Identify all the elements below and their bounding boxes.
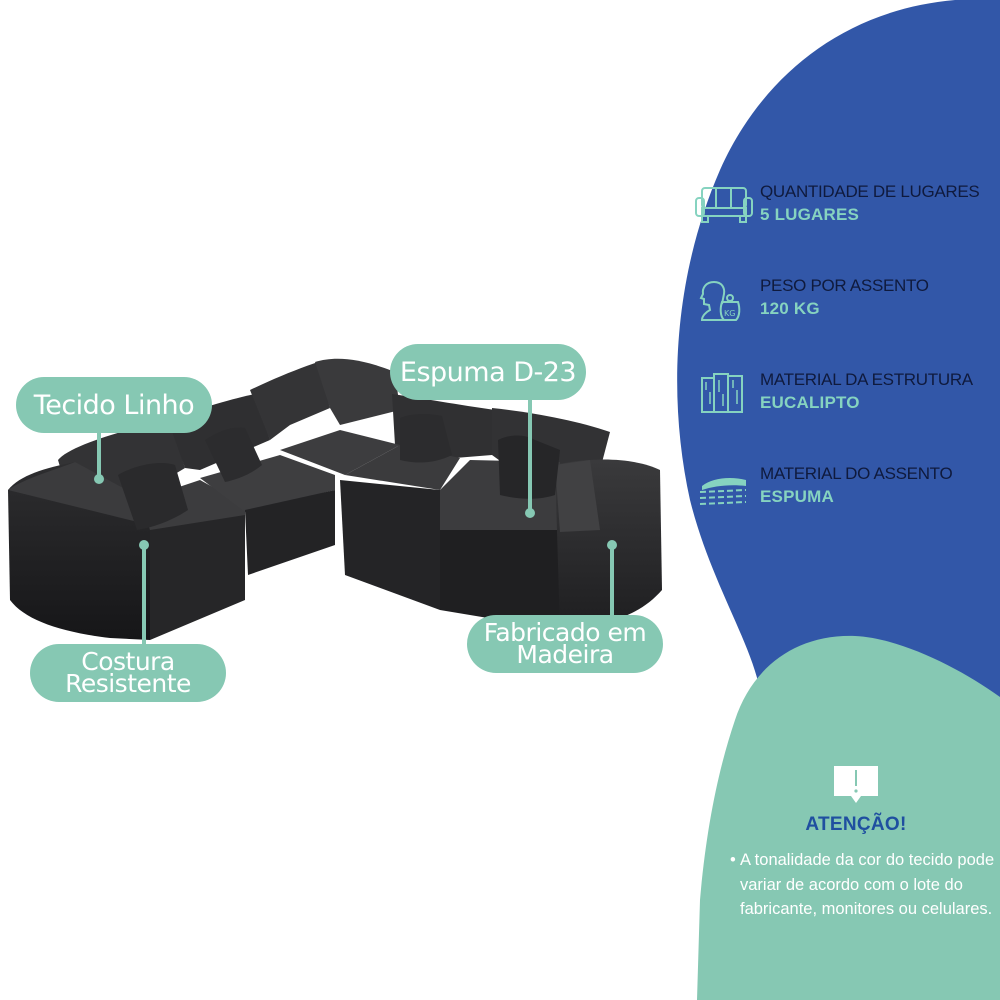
spec-value: 5 LUGARES xyxy=(760,205,860,224)
leader-line-costura xyxy=(142,545,146,645)
spec-label: QUANTIDADE DE LUGARES xyxy=(760,182,980,201)
foam-layers-icon xyxy=(699,478,747,505)
svg-text:KG: KG xyxy=(724,309,735,318)
spec-value: ESPUMA xyxy=(760,487,834,506)
spec-peso-por-assento: KG PESO POR ASSENTO 120 KG xyxy=(694,274,1000,334)
spec-quantidade-lugares: QUANTIDADE DE LUGARES 5 LUGARES xyxy=(694,180,1000,240)
callout-tecido-linho: Tecido Linho xyxy=(16,377,212,433)
callout-text-line2: Resistente xyxy=(65,669,191,698)
attention-bullet: • A tonalidade da cor do tecido pode var… xyxy=(730,848,1000,922)
callout-espuma-d23: Espuma D-23 xyxy=(390,344,586,400)
callout-fabricado-em-madeira: Fabricado em Madeira xyxy=(467,615,663,673)
green-panel xyxy=(697,635,1000,1000)
sofa-icon xyxy=(695,187,753,223)
callout-text-line1: Costura xyxy=(81,646,175,676)
spec-label: MATERIAL DA ESTRUTURA xyxy=(760,370,973,389)
callout-text: Tecido Linho xyxy=(33,389,195,421)
leader-line-tecido xyxy=(97,432,101,477)
leader-dot-fabricado xyxy=(607,540,617,550)
spec-material-estrutura: MATERIAL DA ESTRUTURA EUCALIPTO xyxy=(694,368,1000,428)
leader-line-fabricado xyxy=(610,545,614,617)
callout-costura-resistente: Costura Resistente xyxy=(30,644,226,702)
callout-text: Espuma D-23 xyxy=(399,356,577,388)
attention-title: ATENÇÃO! xyxy=(805,814,907,835)
wood-planks-icon xyxy=(701,373,743,413)
leader-dot-costura xyxy=(139,540,149,550)
spec-material-assento: MATERIAL DO ASSENTO ESPUMA xyxy=(694,462,1000,522)
callout-text-line1: Fabricado em xyxy=(483,617,647,647)
leader-dot-tecido xyxy=(94,474,104,484)
leader-dot-espuma xyxy=(525,508,535,518)
bullet-symbol: • xyxy=(730,851,736,869)
spec-label: PESO POR ASSENTO xyxy=(760,276,929,295)
alert-speech-bubble-icon xyxy=(834,766,878,803)
spec-value: EUCALIPTO xyxy=(760,393,860,412)
spec-value: 120 KG xyxy=(760,299,820,318)
leader-line-espuma xyxy=(528,398,532,510)
blue-panel xyxy=(677,0,1000,700)
callout-text-line2: Madeira xyxy=(516,640,614,669)
attention-text: A tonalidade da cor do tecido pode varia… xyxy=(740,851,995,918)
weight-person-icon: KG xyxy=(699,281,741,321)
spec-label: MATERIAL DO ASSENTO xyxy=(760,464,953,483)
